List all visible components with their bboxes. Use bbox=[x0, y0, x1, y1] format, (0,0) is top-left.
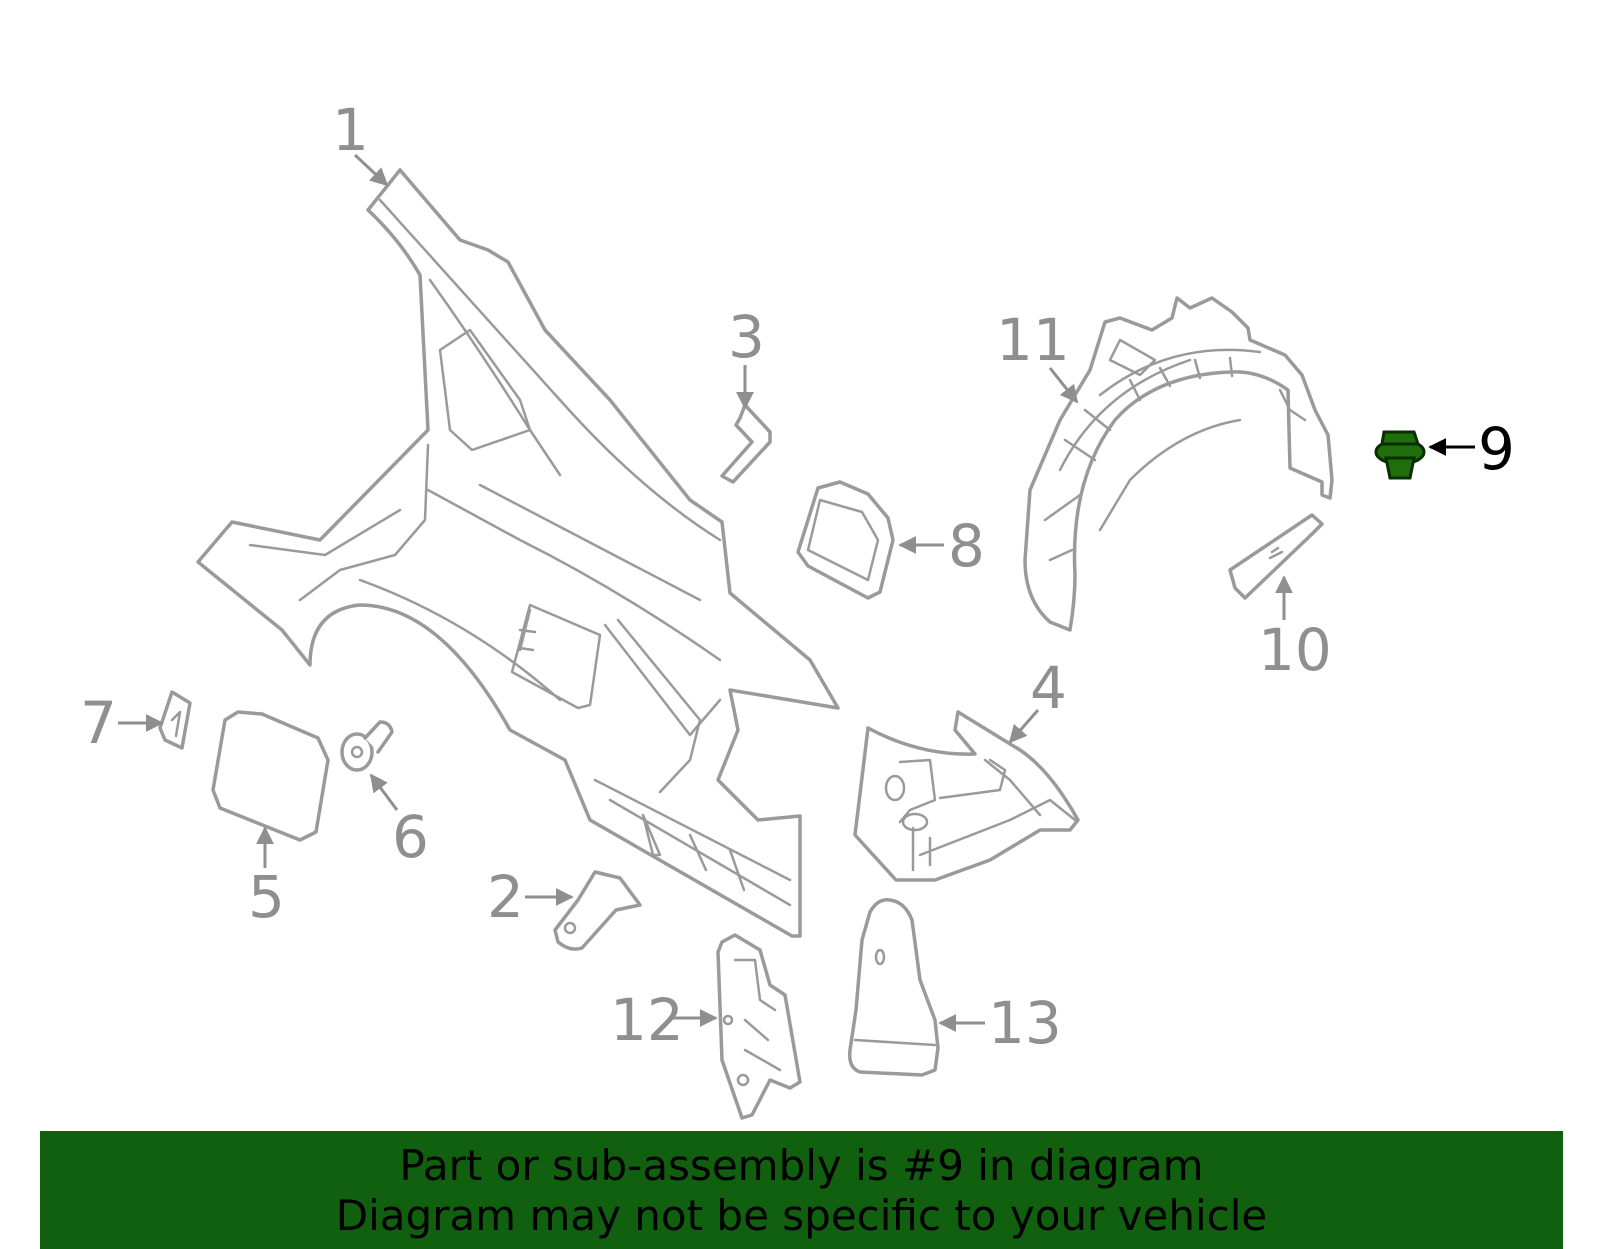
part-12-inner-bracket[interactable] bbox=[716, 933, 802, 1120]
callout-9-active: 9 bbox=[1478, 415, 1515, 483]
callout-13: 13 bbox=[988, 989, 1062, 1057]
callout-2: 2 bbox=[487, 863, 524, 931]
callout-1: 1 bbox=[332, 96, 369, 164]
part-13-duct[interactable] bbox=[847, 898, 940, 1077]
callout-11: 11 bbox=[996, 306, 1070, 374]
callout-3: 3 bbox=[728, 303, 765, 371]
part-4-wheelhouse[interactable] bbox=[853, 710, 1080, 882]
banner-line-disclaimer: Diagram may not be specific to your vehi… bbox=[335, 1191, 1268, 1240]
part-9-clip-highlighted[interactable] bbox=[1374, 430, 1426, 480]
callout-8: 8 bbox=[948, 512, 985, 580]
callout-labels: 1 2 3 4 5 6 7 8 9 10 11 12 13 bbox=[80, 96, 1515, 1057]
banner-line-part-number: Part or sub-assembly is #9 in diagram bbox=[399, 1141, 1204, 1190]
part-2-bracket[interactable] bbox=[553, 870, 642, 951]
callout-12: 12 bbox=[610, 986, 684, 1054]
info-banner: Part or sub-assembly is #9 in diagram Di… bbox=[40, 1131, 1563, 1249]
callout-6: 6 bbox=[392, 803, 429, 871]
part-6-push-pin[interactable] bbox=[340, 720, 394, 772]
part-5-cover[interactable] bbox=[211, 710, 330, 842]
leader-lines bbox=[118, 153, 1475, 1032]
callout-5: 5 bbox=[248, 863, 285, 931]
part-8-lid[interactable] bbox=[796, 480, 895, 600]
callout-7: 7 bbox=[80, 689, 117, 757]
part-3-clip[interactable] bbox=[720, 403, 772, 484]
callout-4: 4 bbox=[1030, 654, 1067, 722]
part-11-wheel-liner[interactable] bbox=[1023, 296, 1334, 632]
part-7-clip[interactable] bbox=[158, 690, 192, 750]
callout-10: 10 bbox=[1258, 616, 1332, 684]
part-10-bracket[interactable] bbox=[1228, 513, 1324, 600]
part-1-quarter-panel[interactable] bbox=[196, 168, 840, 938]
